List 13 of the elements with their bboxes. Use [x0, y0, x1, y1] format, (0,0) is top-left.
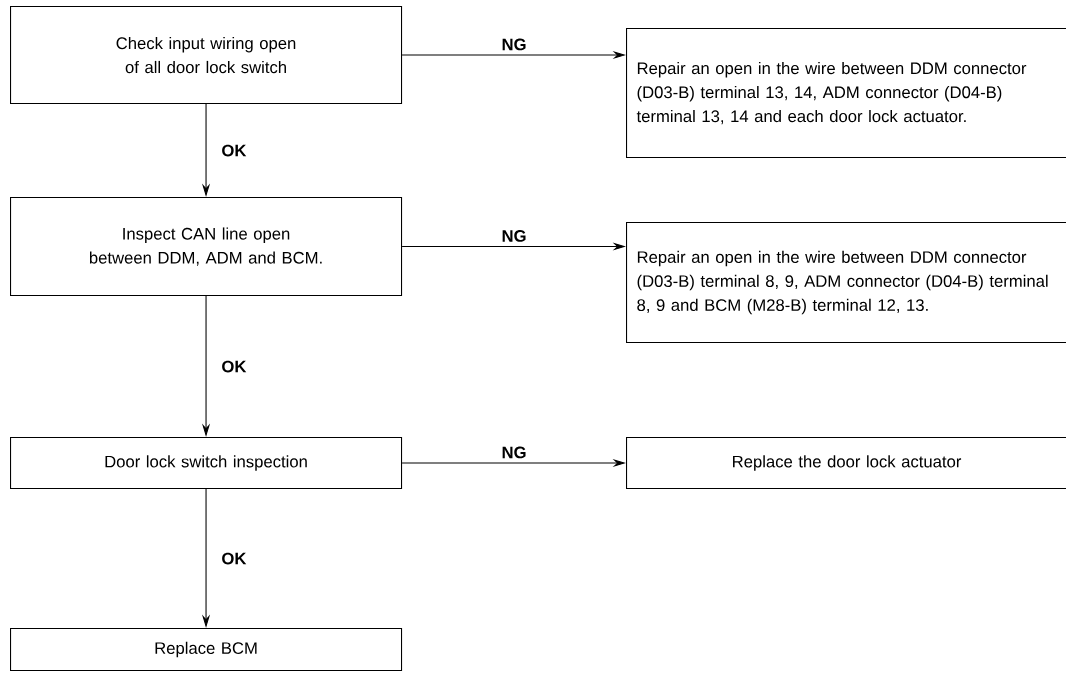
- process-box: Repair an open in the wire between DDM connector (D03-B) terminal 8, 9, ADM connector (D04-B) terminal 8, 9 and BCM (M28-B) terminal 12, 13.: [626, 222, 1066, 344]
- process-box: Check input wiring open of all door lock switch: [10, 6, 403, 105]
- edge-label: OK: [222, 144, 247, 157]
- process-box: Repair an open in the wire between DDM connector (D03-B) terminal 13, 14, ADM connector (D04-B) terminal 13, 14 and each door lock actuator.: [626, 28, 1066, 159]
- edge-label: NG: [502, 230, 526, 242]
- edge-label: NG: [502, 38, 526, 51]
- edge-label: OK: [222, 360, 247, 373]
- edge-label: OK: [222, 552, 247, 565]
- process-box: Door lock switch inspection: [10, 437, 403, 490]
- process-box: Inspect CAN line open between DDM, ADM and BCM.: [10, 197, 403, 297]
- edge-label: NG: [502, 446, 526, 459]
- process-box: Replace BCM: [10, 628, 403, 672]
- process-box: Replace the door lock actuator: [626, 437, 1066, 490]
